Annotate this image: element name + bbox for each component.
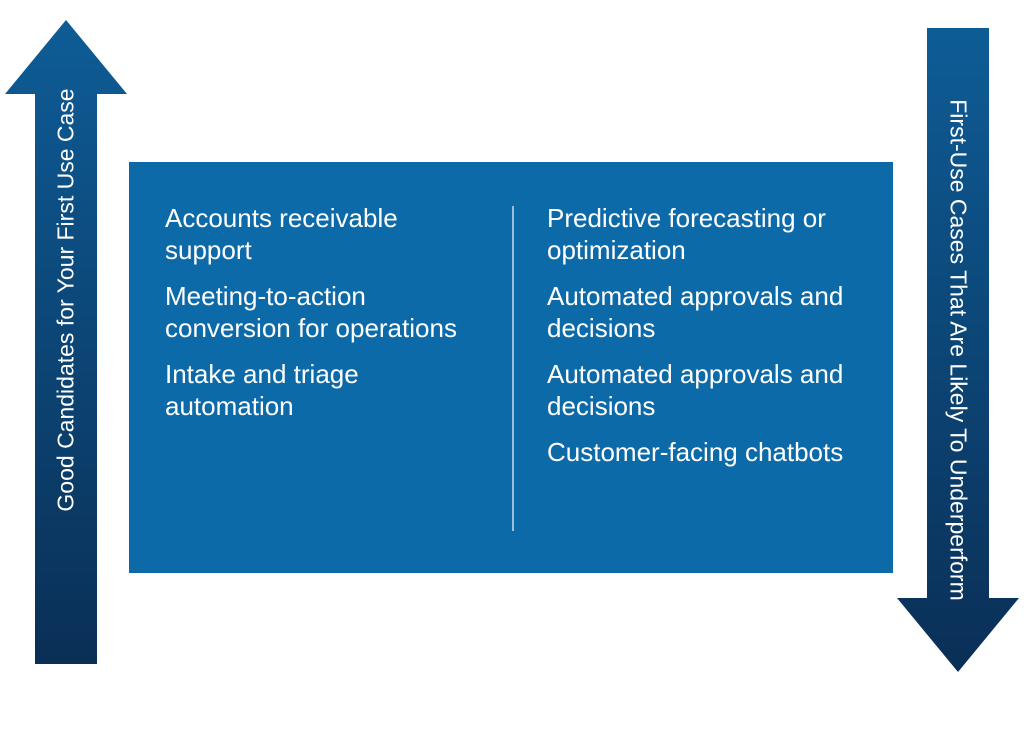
list-item: Meeting-to-action conversion for operati… xyxy=(165,281,457,343)
list-item: Automated approvals and decisions xyxy=(547,281,844,343)
good-candidates-list: Accounts receivable support Meeting-to-a… xyxy=(165,202,485,436)
down-arrow xyxy=(897,28,1019,672)
list-item: Accounts receivable support xyxy=(165,203,398,265)
up-arrow xyxy=(5,20,127,664)
underperform-list: Predictive forecasting or optimization A… xyxy=(547,202,867,482)
list-item: Predictive forecasting or optimization xyxy=(547,203,826,265)
list-item: Customer-facing chatbots xyxy=(547,437,844,467)
column-divider xyxy=(512,206,514,531)
underperform-label: First-Use Cases That Are Likely To Under… xyxy=(945,99,972,601)
list-item: Automated approvals and decisions xyxy=(547,359,844,421)
list-item: Intake and triage automation xyxy=(165,359,359,421)
use-case-panel: Accounts receivable support Meeting-to-a… xyxy=(129,162,893,573)
good-candidates-label: Good Candidates for Your First Use Case xyxy=(52,88,79,512)
